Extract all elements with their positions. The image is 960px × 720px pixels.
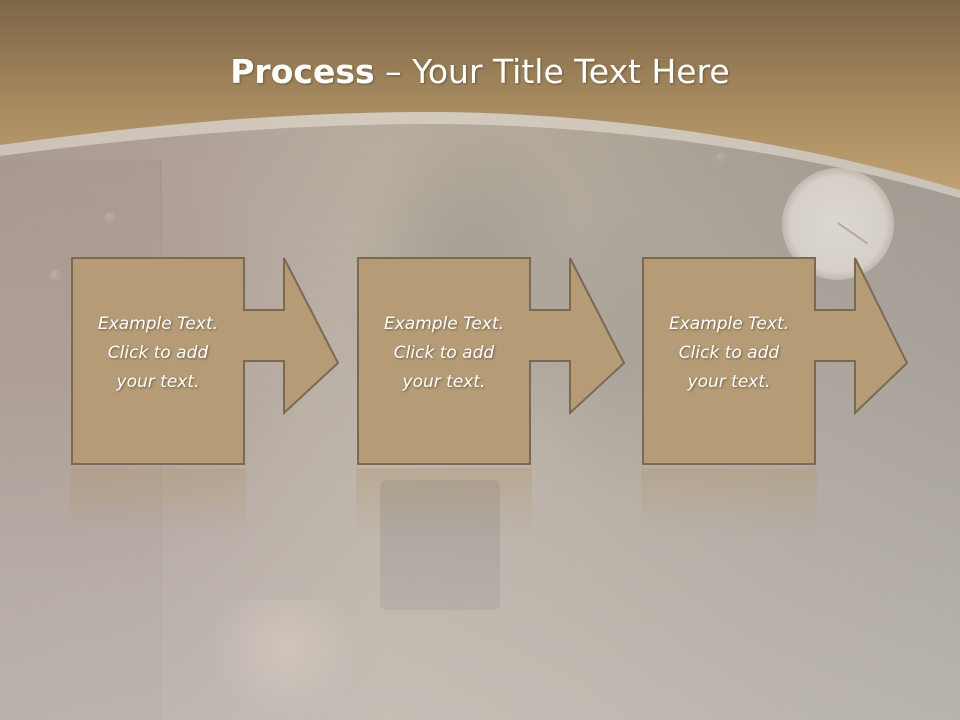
step-arrow-shape <box>642 257 909 465</box>
page-title[interactable]: Process – Your Title Text Here <box>0 52 960 91</box>
step-text-line: Example Text. <box>97 314 219 334</box>
step-text-line: Click to add <box>107 343 209 363</box>
header-band <box>0 0 960 198</box>
step-text-line: your text. <box>687 372 771 392</box>
step-text-line: your text. <box>402 372 486 392</box>
title-bold-text: Process <box>230 52 375 91</box>
step-reflection <box>641 468 817 538</box>
step-text: Example Text. Click to add your text. <box>360 310 528 397</box>
step-text-line: Example Text. <box>668 314 790 334</box>
step-arrow-shape <box>71 257 340 465</box>
step-reflection <box>356 468 532 538</box>
process-step-1[interactable]: Example Text. Click to add your text. <box>70 256 340 466</box>
step-text-line: Click to add <box>393 343 495 363</box>
step-text: Example Text. Click to add your text. <box>74 310 242 397</box>
process-step-2[interactable]: Example Text. Click to add your text. <box>356 256 626 466</box>
process-step-3[interactable]: Example Text. Click to add your text. <box>641 256 911 466</box>
step-text: Example Text. Click to add your text. <box>645 310 813 397</box>
step-text-line: Example Text. <box>383 314 505 334</box>
title-rest-text: – Your Title Text Here <box>374 52 730 91</box>
step-text-line: your text. <box>116 372 200 392</box>
step-arrow-shape <box>357 257 626 465</box>
step-text-line: Click to add <box>678 343 780 363</box>
step-reflection <box>70 468 246 538</box>
